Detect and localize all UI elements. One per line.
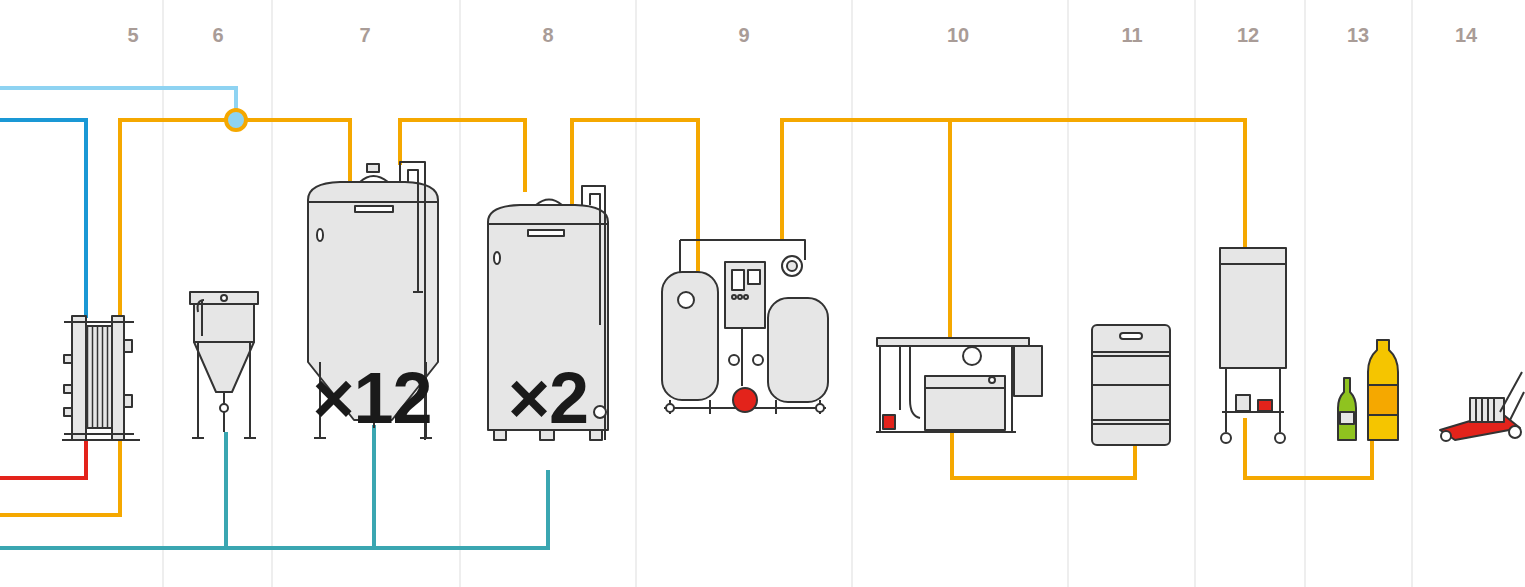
heat-exchanger (62, 316, 140, 440)
column-number: 13 (1347, 25, 1369, 45)
beer-pipe (948, 120, 952, 338)
quantity-label: ×2 (508, 362, 588, 434)
column-number: 14 (1455, 25, 1477, 45)
column-number: 9 (738, 25, 749, 45)
fermentation-tank (308, 162, 438, 440)
fermenter (190, 292, 258, 438)
bright-tank (488, 186, 608, 440)
keg (1092, 325, 1170, 445)
pipe-junction (226, 110, 246, 130)
water-pipe (0, 120, 86, 318)
column-dividers (163, 0, 1412, 587)
wort-pipe (0, 120, 350, 515)
column-number: 11 (1121, 25, 1142, 45)
glycol-pipe (0, 425, 548, 548)
column-number: 6 (212, 25, 223, 45)
filter-unit (662, 240, 828, 414)
bottles (1338, 340, 1398, 440)
hot-water-pipe (0, 440, 86, 478)
column-number: 7 (359, 25, 370, 45)
column-number: 8 (542, 25, 553, 45)
quantity-label: ×12 (312, 362, 431, 434)
bottling-unit (1220, 248, 1286, 443)
column-number: 10 (947, 25, 969, 45)
pipes (0, 88, 1372, 548)
hand-truck (1440, 372, 1524, 441)
beer-pipe (782, 120, 1245, 248)
kegging-machine (876, 338, 1042, 432)
column-number: 5 (127, 25, 138, 45)
column-number: 12 (1237, 25, 1259, 45)
cold-water-pipe (0, 88, 236, 112)
